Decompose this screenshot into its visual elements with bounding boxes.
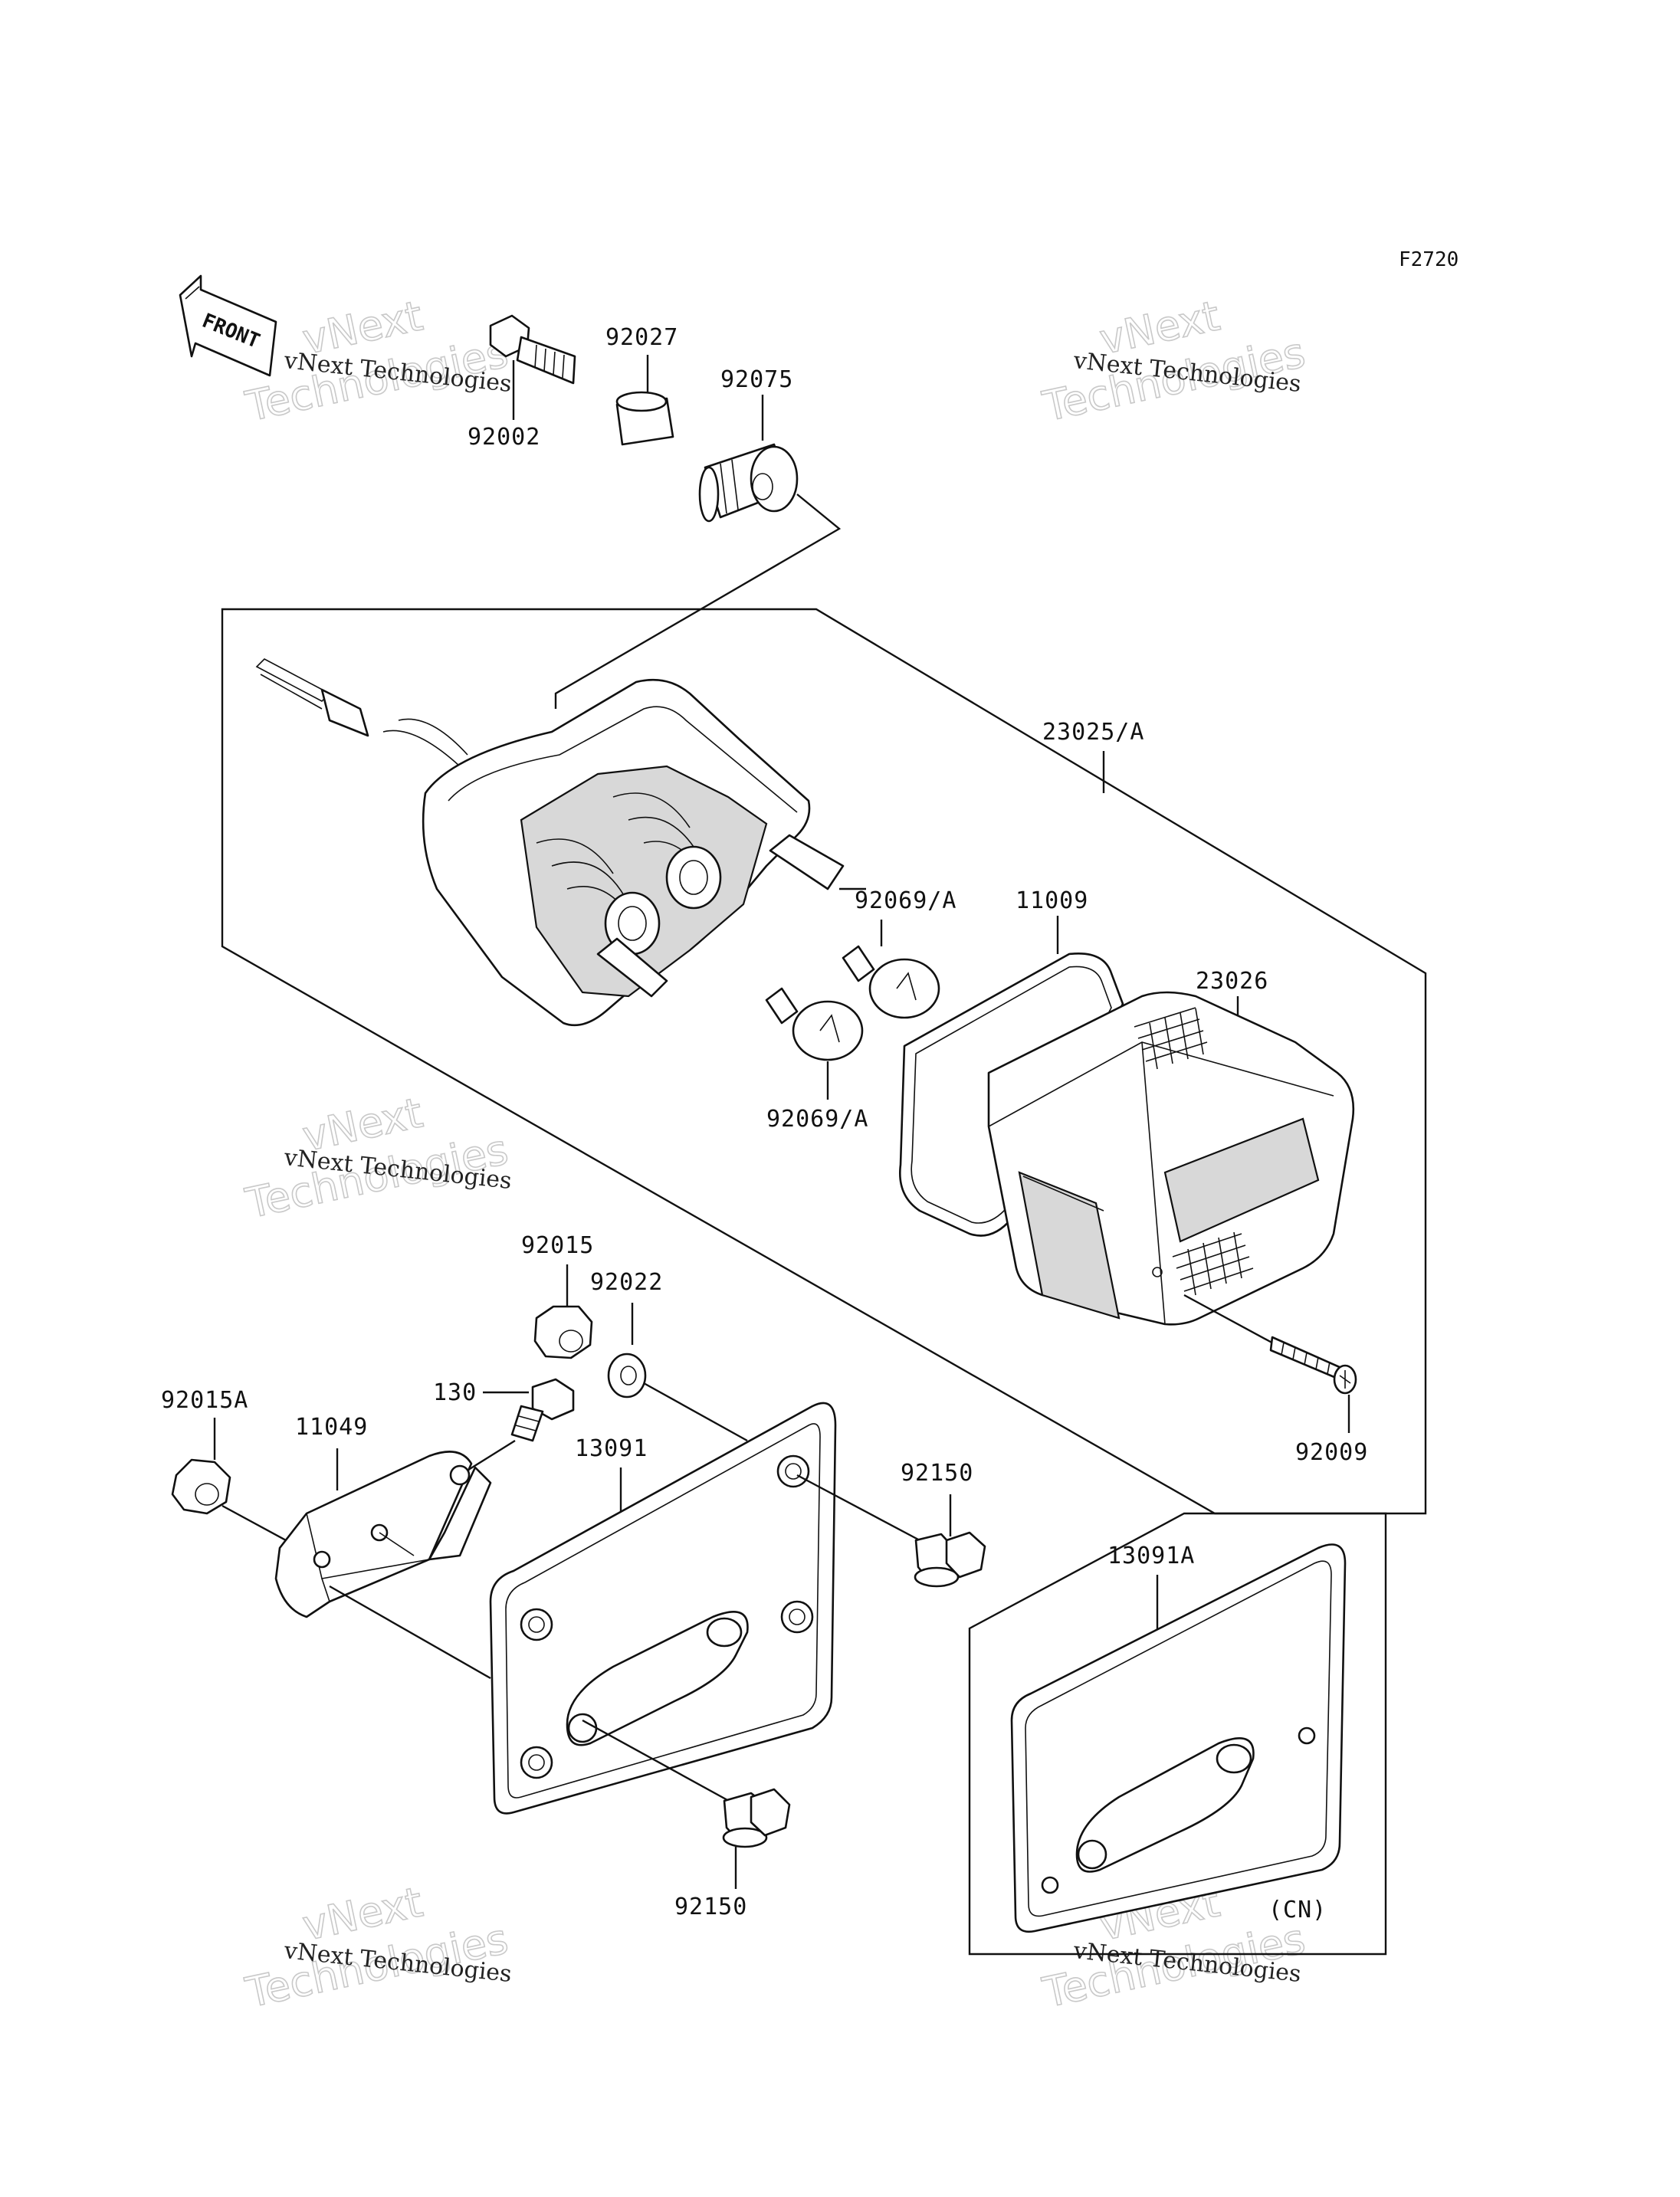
label-92022: 92022 <box>590 1269 663 1296</box>
plate-bracket-13091A-icon <box>1010 1543 1347 1933</box>
label-130: 130 <box>433 1379 477 1406</box>
plate-bracket-13091-icon <box>489 1402 837 1815</box>
nut-92015A-icon <box>171 1458 231 1515</box>
label-92150-bottom: 92150 <box>674 1894 747 1920</box>
label-92150-right: 92150 <box>901 1460 973 1487</box>
label-11049: 11049 <box>295 1414 368 1441</box>
nut-92015-icon <box>533 1305 593 1359</box>
front-arrow-icon: FRONT <box>179 274 277 377</box>
diagram-code: F2720 <box>1399 248 1459 271</box>
bulb-92069A-top-icon <box>842 945 940 1019</box>
screw-92009-icon <box>1269 1336 1357 1395</box>
label-92002: 92002 <box>468 424 540 451</box>
label-23025A: 23025/A <box>1042 719 1144 746</box>
label-92009: 92009 <box>1295 1439 1368 1466</box>
label-92015A: 92015A <box>161 1387 248 1414</box>
collar-92027-icon <box>615 391 674 446</box>
label-92015: 92015 <box>521 1232 594 1259</box>
bracket-11049-icon <box>274 1451 492 1618</box>
label-11009: 11009 <box>1016 887 1088 914</box>
grommet-92075-icon <box>698 443 799 523</box>
bolt-130-icon <box>510 1378 575 1442</box>
lens-23026-icon <box>987 991 1355 1326</box>
tail-lamp-housing-icon <box>255 658 845 1027</box>
washer-92022-icon <box>607 1353 647 1399</box>
variant-note: (CN) <box>1268 1897 1327 1923</box>
label-23026: 23026 <box>1196 968 1268 995</box>
label-92069A-bottom: 92069/A <box>766 1106 868 1133</box>
bolt-92150-bottom-icon <box>722 1788 791 1848</box>
bolt-92150-right-icon <box>914 1531 986 1588</box>
label-13091A: 13091A <box>1107 1543 1195 1569</box>
label-92027: 92027 <box>605 324 678 351</box>
bolt-92002-icon <box>489 314 576 385</box>
label-92069A-top: 92069/A <box>855 887 956 914</box>
label-92075: 92075 <box>720 366 793 393</box>
label-13091: 13091 <box>575 1435 648 1462</box>
bulb-92069A-bottom-icon <box>765 987 864 1061</box>
